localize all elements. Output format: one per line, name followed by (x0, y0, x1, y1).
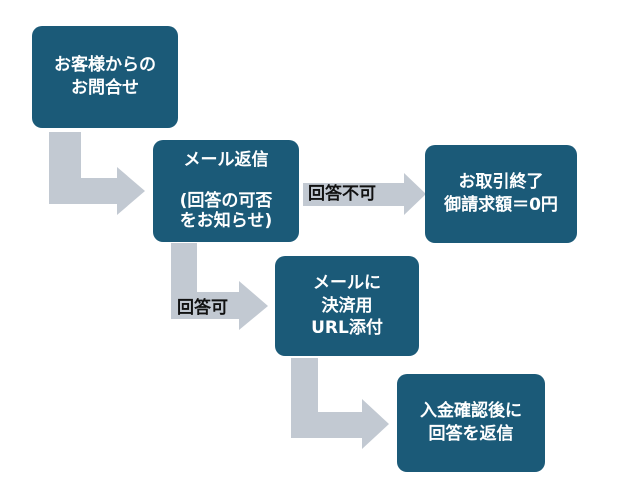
arrow-reply-to-end (303, 173, 426, 215)
end-transaction-box: お取引終了 御請求額＝0円 (425, 145, 577, 243)
arrow-reply-to-payment (171, 243, 268, 330)
inquiry-box: お客様からの お問合せ (32, 26, 178, 128)
arrow-payment-to-after (291, 358, 389, 449)
label-not-possible: 回答不可 (308, 184, 376, 204)
reply-mail-box: メール返信 (回答の可否 をお知らせ) (153, 140, 299, 242)
arrow-inquiry-to-reply (49, 132, 145, 215)
after-payment-box: 入金確認後に 回答を返信 (397, 374, 545, 472)
payment-url-box: メールに 決済用 URL添付 (275, 256, 419, 356)
label-possible: 回答可 (177, 298, 228, 318)
